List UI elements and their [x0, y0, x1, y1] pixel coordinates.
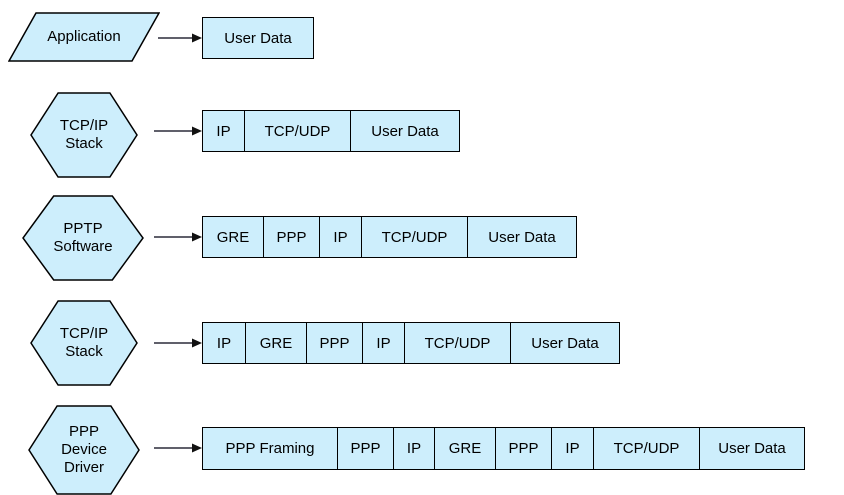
- packet-segment: User Data: [351, 111, 459, 151]
- stage-outline: [28, 405, 140, 495]
- stage-outline: [8, 12, 160, 62]
- stage-outline: [30, 92, 138, 178]
- packet-segment: IP: [203, 111, 245, 151]
- stage-outline: [22, 195, 144, 281]
- stage-outline: [30, 300, 138, 386]
- packet-segment: GRE: [246, 323, 307, 363]
- packet-segment: IP: [552, 428, 594, 469]
- packet-segment: PPP: [338, 428, 394, 469]
- hexagon-shape-icon: [28, 405, 140, 495]
- hexagon-shape-icon: [22, 195, 144, 281]
- arrow-head: [192, 33, 202, 43]
- arrow-head: [192, 338, 202, 348]
- packet-segment: IP: [320, 217, 362, 257]
- packet-segment: IP: [363, 323, 405, 363]
- packet-bar-0: User Data: [202, 17, 314, 59]
- arrow-head: [192, 443, 202, 453]
- right-arrow-icon-2: [154, 232, 202, 242]
- stage-label-4: PPP Device Driver: [61, 423, 107, 476]
- stage-node-1: TCP/IP Stack: [30, 92, 138, 178]
- packet-segment: GRE: [435, 428, 496, 469]
- stage-node-3: TCP/IP Stack: [30, 300, 138, 386]
- packet-segment: TCP/UDP: [362, 217, 468, 257]
- stage-node-2: PPTP Software: [22, 195, 144, 281]
- packet-segment: User Data: [700, 428, 804, 469]
- stage-node-0: Application: [8, 12, 160, 62]
- hexagon-shape-icon: [30, 300, 138, 386]
- packet-segment: User Data: [511, 323, 619, 363]
- parallelogram-shape-icon: [8, 12, 160, 62]
- packet-segment: IP: [394, 428, 435, 469]
- packet-segment: User Data: [203, 18, 313, 58]
- stage-label-3: TCP/IP Stack: [59, 325, 109, 360]
- right-arrow-icon-1: [154, 126, 202, 136]
- packet-segment: PPP: [496, 428, 552, 469]
- hexagon-shape-icon: [30, 92, 138, 178]
- packet-segment: TCP/UDP: [594, 428, 700, 469]
- right-arrow-icon-4: [154, 443, 202, 453]
- packet-segment: PPP Framing: [203, 428, 338, 469]
- stage-label-0: Application: [47, 28, 121, 45]
- arrow-head: [192, 126, 202, 136]
- packet-segment: User Data: [468, 217, 576, 257]
- packet-segment: PPP: [307, 323, 363, 363]
- packet-segment: IP: [203, 323, 246, 363]
- packet-segment: TCP/UDP: [405, 323, 511, 363]
- stage-node-4: PPP Device Driver: [28, 405, 140, 495]
- stage-label-2: PPTP Software: [53, 220, 113, 255]
- packet-segment: GRE: [203, 217, 264, 257]
- packet-segment: TCP/UDP: [245, 111, 351, 151]
- arrow-head: [192, 232, 202, 242]
- stage-label-1: TCP/IP Stack: [59, 117, 109, 152]
- right-arrow-icon-0: [158, 33, 202, 43]
- right-arrow-icon-3: [154, 338, 202, 348]
- packet-segment: PPP: [264, 217, 320, 257]
